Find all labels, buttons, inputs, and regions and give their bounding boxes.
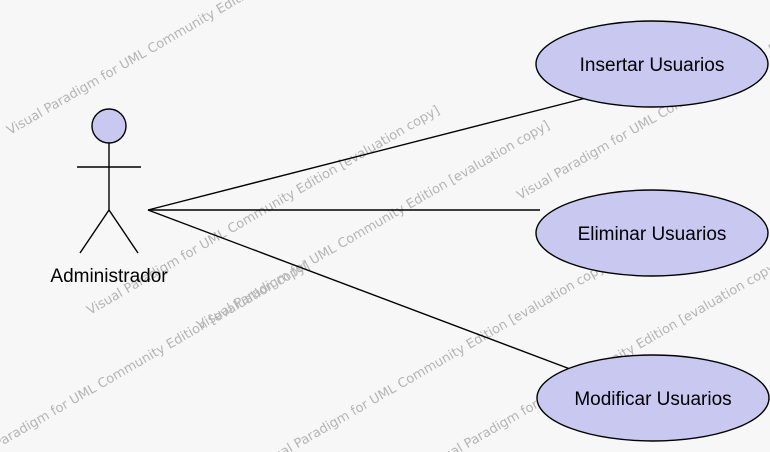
use-case-modificar-usuarios[interactable]: Modificar Usuarios [536,354,770,442]
associations [147,96,591,373]
use-case-eliminar-usuarios[interactable]: Eliminar Usuarios [535,189,769,277]
use-case-insertar-usuarios[interactable]: Insertar Usuarios [535,20,769,108]
actor-head [91,108,127,144]
actor-name: Administrador [50,266,168,287]
watermark-text: Visual Paradigm for UML Community Editio… [0,258,312,452]
use-case-ellipse [535,189,769,277]
actor-administrador[interactable]: Administrador [50,108,168,287]
use-case-ellipse [536,354,770,442]
watermark-text: Visual Paradigm for UML Community Editio… [5,0,363,138]
association-line [147,209,579,373]
use-case-label: Insertar Usuarios [580,55,725,76]
use-case-label: Eliminar Usuarios [578,224,727,245]
actor-body [77,143,141,254]
use-case-ellipse [535,20,769,108]
association-line [147,96,591,211]
use-case-label: Modificar Usuarios [574,389,731,410]
